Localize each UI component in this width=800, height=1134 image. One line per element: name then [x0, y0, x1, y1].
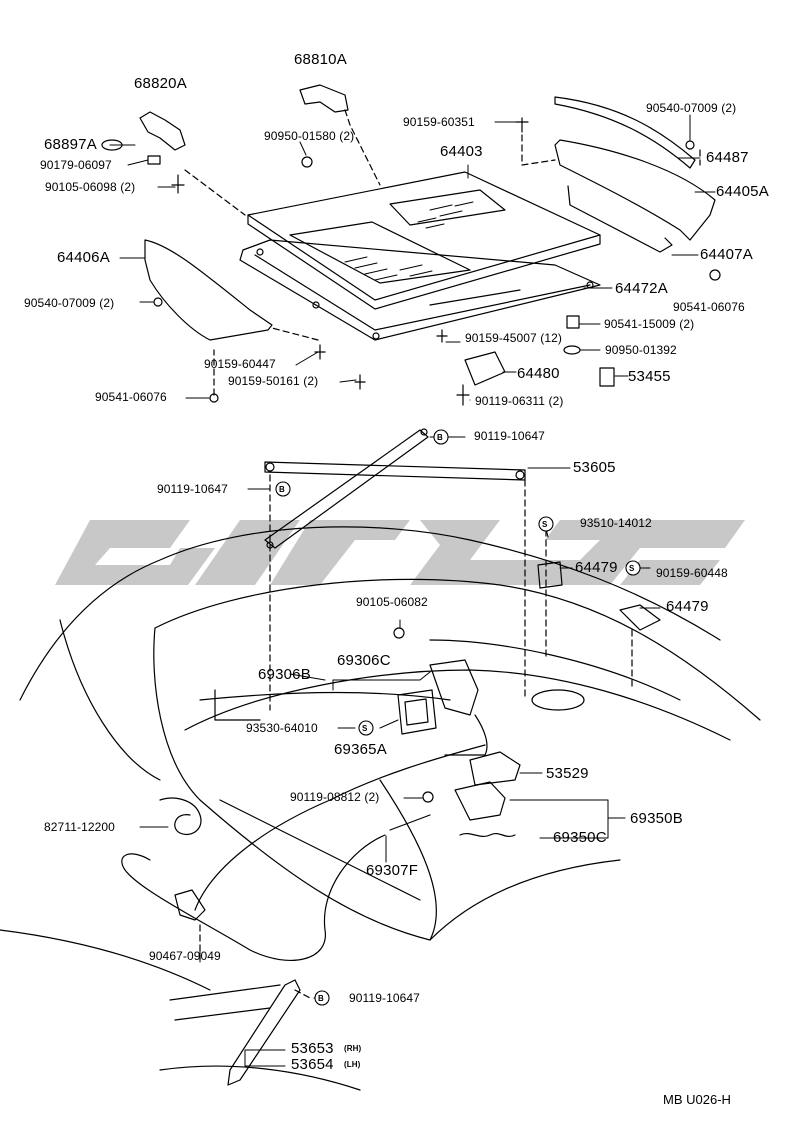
diagram-code: MB U026-H [663, 1092, 731, 1107]
bolt-marker-icon: B [279, 485, 285, 494]
part-label-90119-10647-bottom: 90119-10647 [349, 991, 420, 1005]
label-leaders [109, 114, 716, 1067]
part-label-69306c: 69306C [337, 652, 391, 669]
fasteners-top [101, 117, 721, 406]
part-label-90541-15009: 90541-15009 (2) [604, 317, 695, 331]
part-label-93510-14012: 93510-14012 [580, 516, 652, 530]
part-label-64407a: 64407A [700, 246, 753, 263]
part-label-90159-60447: 90159-60447 [204, 357, 276, 371]
leader-lines-mid [269, 474, 633, 711]
right-seal-strip [554, 96, 696, 169]
part-label-64479-lower: 64479 [666, 598, 709, 615]
watermark-logo [55, 520, 745, 585]
part-label-90540-07009-right: 90540-07009 (2) [646, 101, 737, 115]
bolt-marker-icon: B [437, 433, 443, 442]
line-art [0, 84, 761, 1091]
hood-inner-frame [239, 239, 601, 341]
part-label-64406a: 64406A [57, 249, 110, 266]
hood-panel [247, 171, 601, 310]
release-lever [174, 889, 206, 921]
part-label-53654-side: (LH) [344, 1060, 361, 1069]
left-weatherstrip [144, 239, 273, 341]
part-label-69350b: 69350B [630, 810, 683, 827]
part-label-90105-06082: 90105-06082 [356, 595, 428, 609]
leader-lines-lower [199, 924, 311, 999]
part-label-90159-45007: 90159-45007 (12) [465, 331, 563, 345]
part-label-82711-12200: 82711-12200 [44, 820, 115, 834]
part-label-68810a: 68810A [294, 51, 347, 68]
part-label-90950-01392: 90950-01392 [605, 343, 677, 357]
part-label-64403: 64403 [440, 143, 483, 160]
part-label-64472a: 64472A [615, 280, 668, 297]
circle-markers [275, 429, 641, 1006]
part-label-53653: 53653 [291, 1040, 334, 1057]
part-label-69365a: 69365A [334, 741, 387, 758]
part-label-64405a: 64405A [716, 183, 769, 200]
part-label-69307f: 69307F [366, 862, 419, 879]
part-label-90541-06076-left: 90541-06076 [95, 390, 167, 404]
hinge-top [299, 84, 349, 113]
hinge-bracket-lower [227, 979, 301, 1086]
part-label-90159-50161: 90159-50161 (2) [228, 374, 319, 388]
part-label-64480: 64480 [517, 365, 560, 382]
bracket-upper [537, 561, 563, 589]
cable-clamp [159, 797, 202, 836]
part-label-90159-60448: 90159-60448 [656, 566, 728, 580]
part-label-93530-64010: 93530-64010 [246, 721, 318, 735]
hinge-left [139, 111, 186, 151]
part-label-90105-06098: 90105-06098 (2) [45, 180, 136, 194]
screw-marker-icon: S [362, 724, 368, 733]
part-label-69350c: 69350C [553, 829, 607, 846]
right-weatherstrip [554, 139, 716, 241]
part-label-53605: 53605 [573, 459, 616, 476]
part-label-64479-upper: 64479 [575, 559, 618, 576]
part-label-53529: 53529 [546, 765, 589, 782]
bolt-marker-icon: B [318, 994, 324, 1003]
hood-vents [344, 201, 474, 281]
part-label-90119-10647-left: 90119-10647 [157, 482, 228, 496]
bracket-lower [619, 604, 661, 631]
part-label-90541-06076-right: 90541-06076 [673, 300, 745, 314]
part-label-69306b: 69306B [258, 666, 311, 683]
car-body [0, 526, 761, 1091]
part-label-90119-10647-top: 90119-10647 [474, 429, 545, 443]
part-label-90119-06311: 90119-06311 (2) [475, 394, 564, 408]
release-cable [121, 744, 486, 961]
part-label-53654: 53654 [291, 1056, 334, 1073]
part-label-53455: 53455 [628, 368, 671, 385]
screw-marker-icon: S [629, 564, 635, 573]
part-label-53653-side: (RH) [344, 1044, 362, 1053]
part-label-90540-07009-left: 90540-07009 (2) [24, 296, 115, 310]
part-label-90119-08812: 90119-08812 (2) [290, 790, 380, 804]
leader-lines-top [184, 109, 701, 396]
part-label-64487: 64487 [706, 149, 749, 166]
lock-assembly [393, 627, 521, 838]
screw-marker-icon: S [542, 520, 548, 529]
part-label-90179-06097: 90179-06097 [40, 158, 112, 172]
part-label-90159-60351: 90159-60351 [403, 115, 475, 129]
part-label-90950-01580: 90950-01580 (2) [264, 129, 355, 143]
part-label-68820a: 68820A [134, 75, 187, 92]
part-label-68897a: 68897A [44, 136, 97, 153]
part-label-90467-09049: 90467-09049 [149, 949, 221, 963]
hood-stay-rod [567, 185, 673, 253]
